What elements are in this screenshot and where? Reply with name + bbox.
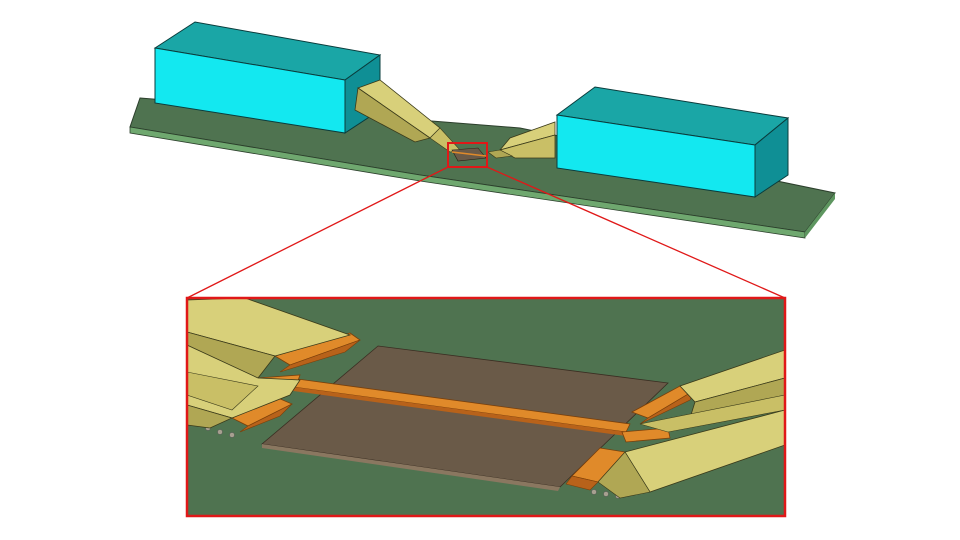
callout-line-left	[186, 166, 449, 299]
pcb-board-right-edge	[805, 193, 835, 238]
inset-left-probe	[187, 298, 352, 429]
right-probe	[487, 121, 556, 159]
zoom-region-marker	[447, 142, 488, 168]
zoom-inset	[185, 296, 787, 518]
callout-line-right	[486, 166, 786, 299]
overview-assembly	[129, 21, 836, 239]
inset-frame	[185, 296, 787, 518]
inset-right-probe	[597, 349, 785, 499]
inset-left-pads	[205, 332, 361, 438]
right-instrument-block	[555, 86, 790, 198]
right-block-side	[754, 116, 789, 198]
left-probe	[354, 79, 461, 153]
